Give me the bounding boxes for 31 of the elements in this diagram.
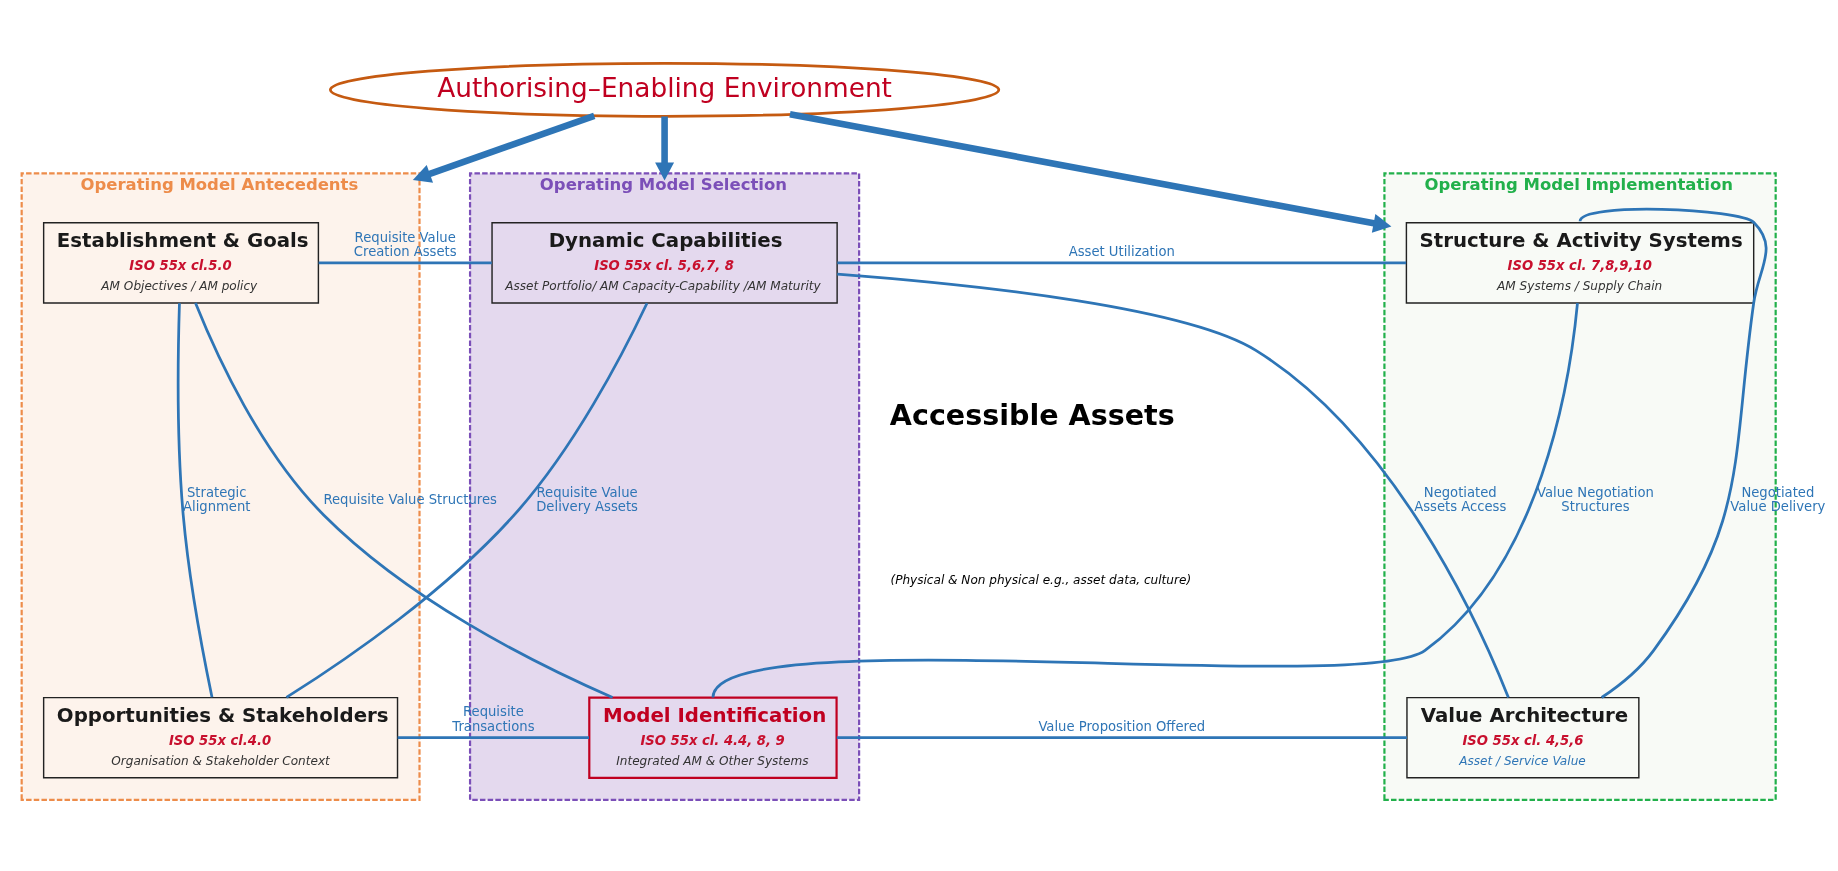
- edge-label: Strategic Alignment: [182, 484, 251, 514]
- node-box: Dynamic Capabilities ISO 55x cl. 5,6,7, 8 Asset Portfolio/ AM Capacity-Capability /AM Maturity: [491, 221, 838, 304]
- edge-label: Asset Utilization: [1068, 243, 1175, 259]
- connector: [1579, 207, 1768, 699]
- node-box: Model Identification ISO 55x cl. 4.4, 8, 9 Integrated AM & Other Systems: [588, 696, 838, 779]
- connector: [285, 302, 649, 699]
- arrow: [789, 110, 1392, 233]
- edge-label: Requisite Value Structures: [323, 491, 497, 507]
- node-box: Structure & Activity Systems ISO 55x cl. 7,8,9,10 AM Systems / Supply Chain: [1405, 221, 1755, 304]
- label: (Physical & Non physical e.g., asset data, culture): [890, 572, 1192, 587]
- edge-label: Negotiated Assets Access: [1414, 484, 1507, 514]
- connector: [836, 735, 1407, 739]
- node-ellipse: Authorising–Enabling Environment: [329, 61, 1001, 118]
- edge-label: Value Proposition Offered: [1038, 718, 1206, 734]
- edge-label: Negotiated Value Delivery: [1730, 484, 1826, 514]
- connector: [837, 272, 1510, 698]
- connector: [397, 735, 590, 739]
- arrow: [412, 112, 596, 183]
- label: Accessible Assets: [889, 397, 1175, 432]
- edge-label: Requisite Value Creation Assets: [353, 229, 457, 259]
- connector: [837, 261, 1407, 264]
- node-box: Opportunities & Stakeholders ISO 55x cl.4.0 Organisation & Stakeholder Context: [42, 696, 399, 779]
- edge-label: Requisite Value Delivery Assets: [536, 484, 638, 514]
- node-box: Establishment & Goals ISO 55x cl.5.0 AM Objectives / AM policy: [42, 221, 320, 304]
- connector: [711, 302, 1579, 698]
- edge-label: Requisite Transactions: [452, 703, 535, 734]
- connector: [318, 261, 492, 264]
- node-box: Value Architecture ISO 55x cl. 4,5,6 Asset / Service Value: [1406, 696, 1640, 779]
- edge-label: Value Negotiation Structures: [1537, 484, 1654, 514]
- connector: [194, 302, 614, 699]
- connector: [176, 302, 214, 698]
